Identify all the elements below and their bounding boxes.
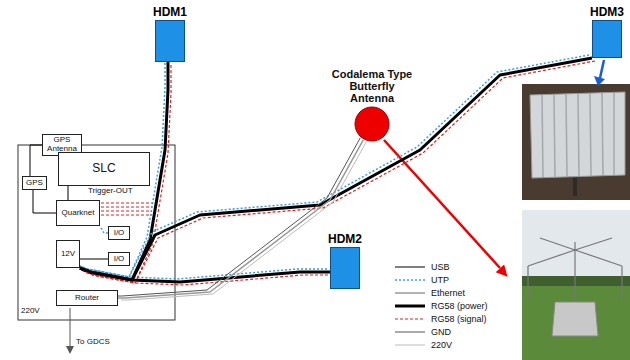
node-label: GPS (26, 179, 43, 188)
cable-line (121, 142, 366, 300)
legend-line (395, 345, 425, 346)
legend-line (395, 292, 425, 294)
quarknet-box: Quarknet (56, 200, 100, 226)
legend-line (395, 279, 425, 281)
cable-line (115, 138, 360, 296)
node-label: Router (75, 294, 99, 303)
note-label: Trigger-OUT (88, 187, 133, 196)
pointer-arrow (594, 60, 605, 86)
cable-line (80, 259, 108, 260)
node-label: I/O (114, 229, 125, 238)
gdcs-arrow (66, 308, 74, 354)
antenna-circle: Codalema Type Butterfly Antenna (354, 106, 390, 142)
node-label: HDM1 (153, 5, 187, 19)
cable (33, 190, 56, 213)
cable (77, 265, 333, 285)
legend-sample (395, 340, 427, 350)
cable-line (68, 186, 69, 200)
cable (30, 145, 42, 176)
cable-line (30, 145, 42, 176)
cable (80, 259, 108, 260)
detector-box: HDM2 (330, 247, 360, 289)
io-box: I/O (108, 252, 130, 266)
cable-line (77, 55, 589, 277)
legend-line (395, 332, 425, 333)
legend-sample (395, 301, 427, 311)
node-label: HDM3 (590, 5, 624, 19)
legend-line (395, 305, 425, 308)
power-box: 12V (56, 240, 80, 268)
note-label: 220V (21, 307, 40, 316)
node-label: SLC (92, 162, 115, 175)
legend-line (395, 318, 425, 319)
legend-text: UTP (431, 275, 449, 285)
node-label: I/O (114, 255, 125, 264)
legend-text: RG58 (signal) (431, 314, 487, 324)
router-box: Router (56, 290, 118, 306)
legend-text: Ethernet (431, 288, 465, 298)
antenna-symbol (355, 107, 389, 141)
io-box: I/O (108, 226, 130, 240)
node-label: 12V (61, 250, 75, 259)
legend-sample (395, 314, 427, 324)
cable (115, 138, 366, 300)
antenna-photo (522, 210, 630, 360)
detector-box: HDM3 (592, 20, 622, 58)
cable (68, 186, 69, 200)
legend-text: RG58 (power) (431, 301, 488, 311)
legend-sample (395, 275, 427, 285)
node-label: HDM2 (328, 232, 362, 246)
cable-line (100, 226, 108, 233)
trigger-lines (101, 203, 152, 215)
legend-sample (395, 288, 427, 298)
slc-box: SLC (58, 152, 150, 186)
node-label: GPS Antenna (46, 136, 78, 154)
legend-text: 220V (431, 340, 452, 350)
legend-sample (395, 327, 427, 337)
note-label: To GDCS (76, 338, 110, 347)
cable-line (118, 140, 363, 298)
legend-text: GND (431, 327, 451, 337)
legend-line (395, 267, 425, 268)
circle-outline (354, 106, 390, 142)
node-label: Codalema Type Butterfly Antenna (330, 68, 414, 104)
detector-box: HDM1 (155, 20, 185, 62)
panel-photo (522, 84, 630, 200)
cable-line (33, 190, 56, 213)
legend-text: USB (431, 262, 450, 272)
legend-sample (395, 262, 427, 272)
node-label: Quarknet (62, 209, 95, 218)
cable (100, 226, 108, 233)
gps-box: GPS (22, 176, 47, 190)
